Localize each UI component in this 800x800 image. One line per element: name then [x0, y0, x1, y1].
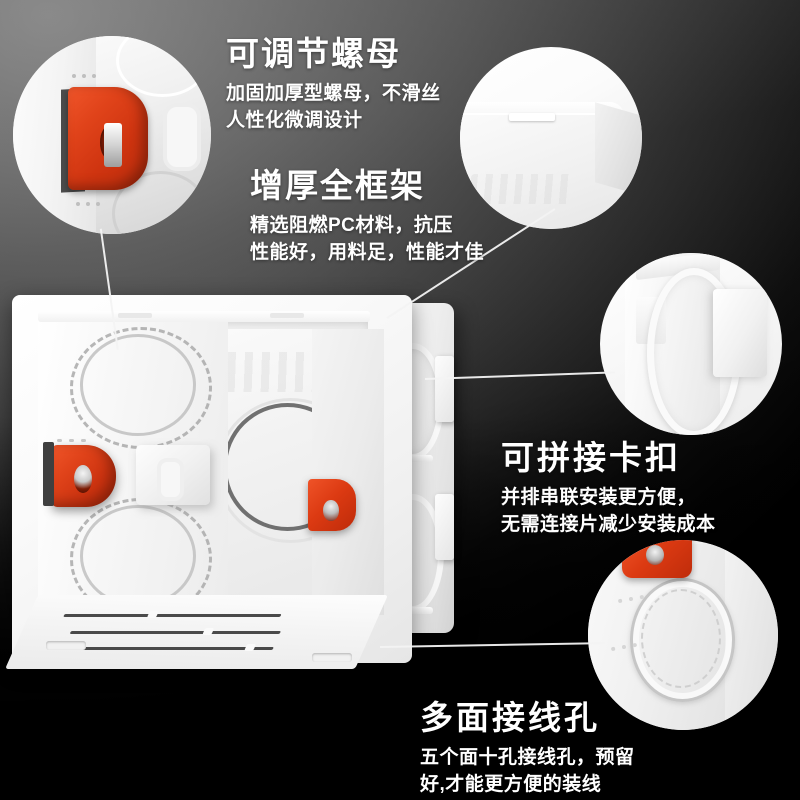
splice-clip-bottom [435, 494, 454, 561]
feature-splice-clip-text: 可拼接卡扣 并排串联安装更方便， 无需连接片减少安装成本 [501, 439, 716, 539]
hole-macro-knockout-ring [629, 578, 735, 702]
feature-3-heading: 可拼接卡扣 [501, 439, 681, 476]
feature-2-line-2: 性能好，用料足，性能才佳 [250, 241, 485, 263]
nut-macro-knockout-bottom [112, 170, 210, 234]
left-knockout-top [69, 327, 213, 449]
callout-thickened-frame [460, 47, 642, 229]
feature-4-line-2: 好,才能更方便的装线 [420, 773, 602, 795]
feature-2-body: 精选阻燃PC材料，抗压 性能好，用料足，性能才佳 [250, 213, 484, 267]
feature-2-heading: 增厚全框架 [250, 167, 425, 204]
splice-clip-top [435, 355, 454, 422]
box-right-inner-wall [312, 329, 384, 615]
nut-macro-slot [163, 103, 202, 171]
frame-macro-embossing [470, 174, 573, 204]
floor-slot-1 [63, 614, 282, 618]
feature-3-line-2: 无需连接片减少安装成本 [501, 513, 716, 535]
flange-tab-right [312, 653, 352, 662]
top-rim-notch-right [270, 313, 305, 318]
feature-4-body: 五个面十孔接线孔，预留 好,才能更方便的装线 [420, 745, 635, 799]
floor-slot-2 [69, 630, 282, 634]
vent-dots-row-1 [57, 439, 86, 442]
feature-1-heading: 可调节螺母 [226, 35, 401, 72]
callout-wiring-hole [588, 540, 778, 730]
left-knockout-bottom [69, 498, 213, 620]
hole-macro-knockout-inner [641, 589, 722, 689]
feature-3-body: 并排串联安装更方便， 无需连接片减少安装成本 [501, 485, 716, 539]
top-rim-notch-left [117, 313, 152, 318]
feature-1-body: 加固加厚型螺母，不滑丝 人性化微调设计 [226, 81, 441, 135]
feature-multi-face-holes-text: 多面接线孔 五个面十孔接线孔，预留 好,才能更方便的装线 [420, 699, 635, 799]
feature-4-line-1: 五个面十孔接线孔，预留 [420, 746, 635, 768]
box-top-rim [38, 311, 370, 322]
adjustable-nut-right [308, 479, 356, 531]
center-mounting-boss [136, 445, 210, 505]
feature-3-line-1: 并排串联安装更方便， [501, 486, 697, 508]
frame-macro-side [594, 102, 642, 196]
adjustable-nut-left [43, 442, 116, 507]
nut-macro-screw [104, 123, 122, 167]
feature-1-line-2: 人性化微调设计 [226, 109, 363, 131]
callout-splice-clip [600, 253, 782, 435]
product-wall-box [5, 295, 474, 695]
nut-macro-dots-bottom [76, 202, 101, 207]
hole-macro-orange-nut [622, 540, 693, 578]
floor-bridge-1 [146, 611, 159, 619]
callout-adjustable-nut [13, 36, 211, 234]
feature-4-heading: 多面接线孔 [420, 699, 600, 736]
nut-macro-knockout-top [115, 36, 210, 98]
feature-adjustable-nut-text: 可调节螺母 加固加厚型螺母，不滑丝 人性化微调设计 [226, 35, 441, 135]
flange-tab-left [46, 641, 86, 650]
feature-1-line-1: 加固加厚型螺母，不滑丝 [226, 82, 441, 104]
embossed-logo [211, 351, 321, 392]
frame-macro-body [460, 112, 617, 229]
clip-macro-tab [712, 289, 768, 377]
feature-thickened-frame-text: 增厚全框架 精选阻燃PC材料，抗压 性能好，用料足，性能才佳 [250, 167, 484, 267]
frame-macro-notch [509, 112, 555, 121]
nut-macro-dots-top [72, 73, 97, 78]
feature-2-line-1: 精选阻燃PC材料，抗压 [250, 214, 453, 236]
